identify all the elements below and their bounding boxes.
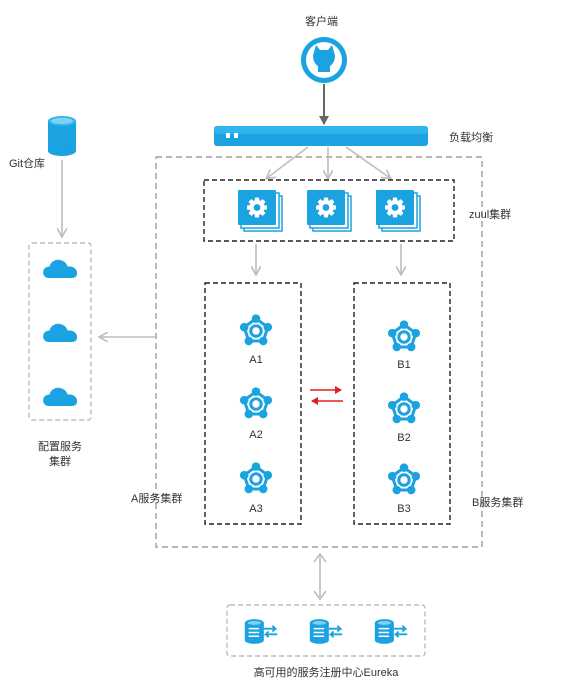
service-node-icon bbox=[386, 390, 422, 425]
client-label: 客户端 bbox=[305, 16, 338, 28]
server-cluster-border bbox=[155, 156, 483, 548]
config-cluster-label-line2: 集群 bbox=[49, 456, 71, 468]
eureka-cluster-border bbox=[226, 604, 426, 657]
config-cluster-border bbox=[28, 242, 92, 421]
zuul-cluster-label: zuul集群 bbox=[469, 209, 512, 221]
node-a3-label: A3 bbox=[249, 503, 263, 515]
node-b1-label: B1 bbox=[397, 359, 411, 371]
gear-icon bbox=[237, 189, 283, 232]
load-balancer-bar bbox=[214, 126, 428, 146]
lb-to-zuul-arrows bbox=[267, 146, 390, 178]
zuul-cluster-border bbox=[203, 179, 455, 242]
node-b3-label: B3 bbox=[397, 503, 411, 515]
cloud-icon bbox=[43, 387, 78, 406]
github-cat-icon bbox=[301, 37, 347, 83]
cluster-b-border bbox=[353, 282, 451, 525]
cluster-a-label: A服务集群 bbox=[131, 493, 183, 505]
cluster-eureka-arrow bbox=[313, 552, 327, 601]
gear-icon bbox=[306, 189, 352, 232]
cloud-icon bbox=[43, 259, 78, 278]
eureka-label: 高可用的服务注册中心Eureka bbox=[253, 667, 399, 679]
cluster-a-border bbox=[204, 282, 302, 525]
node-a1-label: A1 bbox=[249, 354, 263, 366]
service-node-icon bbox=[238, 385, 274, 420]
service-node-icon bbox=[238, 460, 274, 495]
node-b2-label: B2 bbox=[397, 432, 411, 444]
gear-icon bbox=[375, 189, 421, 232]
registry-icon bbox=[243, 618, 279, 645]
load-balancer-label: 负载均衡 bbox=[449, 132, 493, 144]
node-a2-label: A2 bbox=[249, 429, 263, 441]
service-node-icon bbox=[386, 318, 422, 353]
cluster-b-label: B服务集群 bbox=[472, 497, 524, 509]
git-repo-label: Git仓库 bbox=[9, 158, 46, 170]
service-node-icon bbox=[238, 312, 274, 347]
registry-icon bbox=[308, 618, 344, 645]
service-node-icon bbox=[386, 461, 422, 496]
config-cluster-label-line1: 配置服务 bbox=[38, 441, 82, 453]
database-icon bbox=[48, 116, 76, 156]
cloud-icon bbox=[43, 323, 78, 342]
registry-icon bbox=[373, 618, 409, 645]
